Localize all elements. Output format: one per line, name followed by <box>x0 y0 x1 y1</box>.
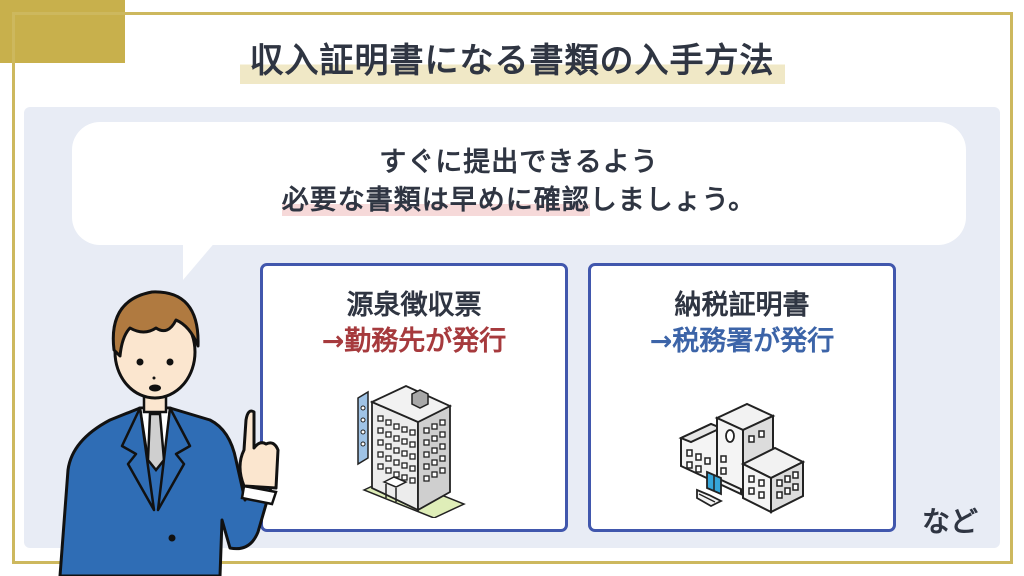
bubble-line-2-rest: しましょう。 <box>589 185 757 216</box>
card-issuer: →勤務先が発行 <box>321 326 507 357</box>
bubble-line-1: すぐに提出できるよう <box>379 147 659 178</box>
businessman-pointing-icon <box>58 290 280 576</box>
gold-frame-border <box>12 12 1013 564</box>
card-tax-certificate: 納税証明書 →税務署が発行 <box>588 263 896 532</box>
government-building-icon <box>678 402 806 514</box>
gold-corner-accent <box>0 0 125 63</box>
speech-bubble-tail <box>183 240 217 280</box>
bubble-line-2: 必要な書類は早めに確認しましょう。 <box>72 182 966 220</box>
card-title: 源泉徴収票 <box>346 290 482 321</box>
speech-bubble: すぐに提出できるよう 必要な書類は早めに確認しましょう。 <box>72 122 966 245</box>
card-issuer: →税務署が発行 <box>649 326 835 357</box>
etcetera-note: など <box>922 505 979 538</box>
page-title: 収入証明書になる書類の入手方法 <box>239 38 785 84</box>
header: 収入証明書になる書類の入手方法 <box>0 38 1024 84</box>
bubble-highlight-text: 必要な書類は早めに確認 <box>281 185 590 216</box>
office-building-icon <box>357 385 466 518</box>
card-title: 納税証明書 <box>674 290 810 321</box>
card-withholding-slip: 源泉徴収票 →勤務先が発行 <box>260 263 568 532</box>
